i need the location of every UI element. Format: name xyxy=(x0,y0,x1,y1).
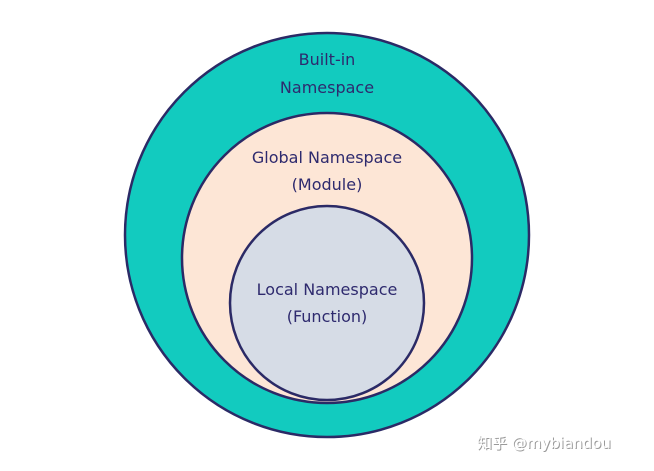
watermark: 知乎 @mybiandou xyxy=(477,434,611,452)
local-namespace-circle xyxy=(228,204,426,402)
watermark-shadow: 知乎 @mybiandou xyxy=(478,435,612,453)
builtin-namespace-label-line2: Namespace xyxy=(280,78,374,97)
local-namespace-label-line2: (Function) xyxy=(287,307,368,326)
local-namespace-label-line1: Local Namespace xyxy=(257,280,398,299)
builtin-namespace-label-line1: Built-in xyxy=(299,50,356,69)
global-namespace-label-line2: (Module) xyxy=(292,175,363,194)
global-namespace-label-line1: Global Namespace xyxy=(252,148,402,167)
